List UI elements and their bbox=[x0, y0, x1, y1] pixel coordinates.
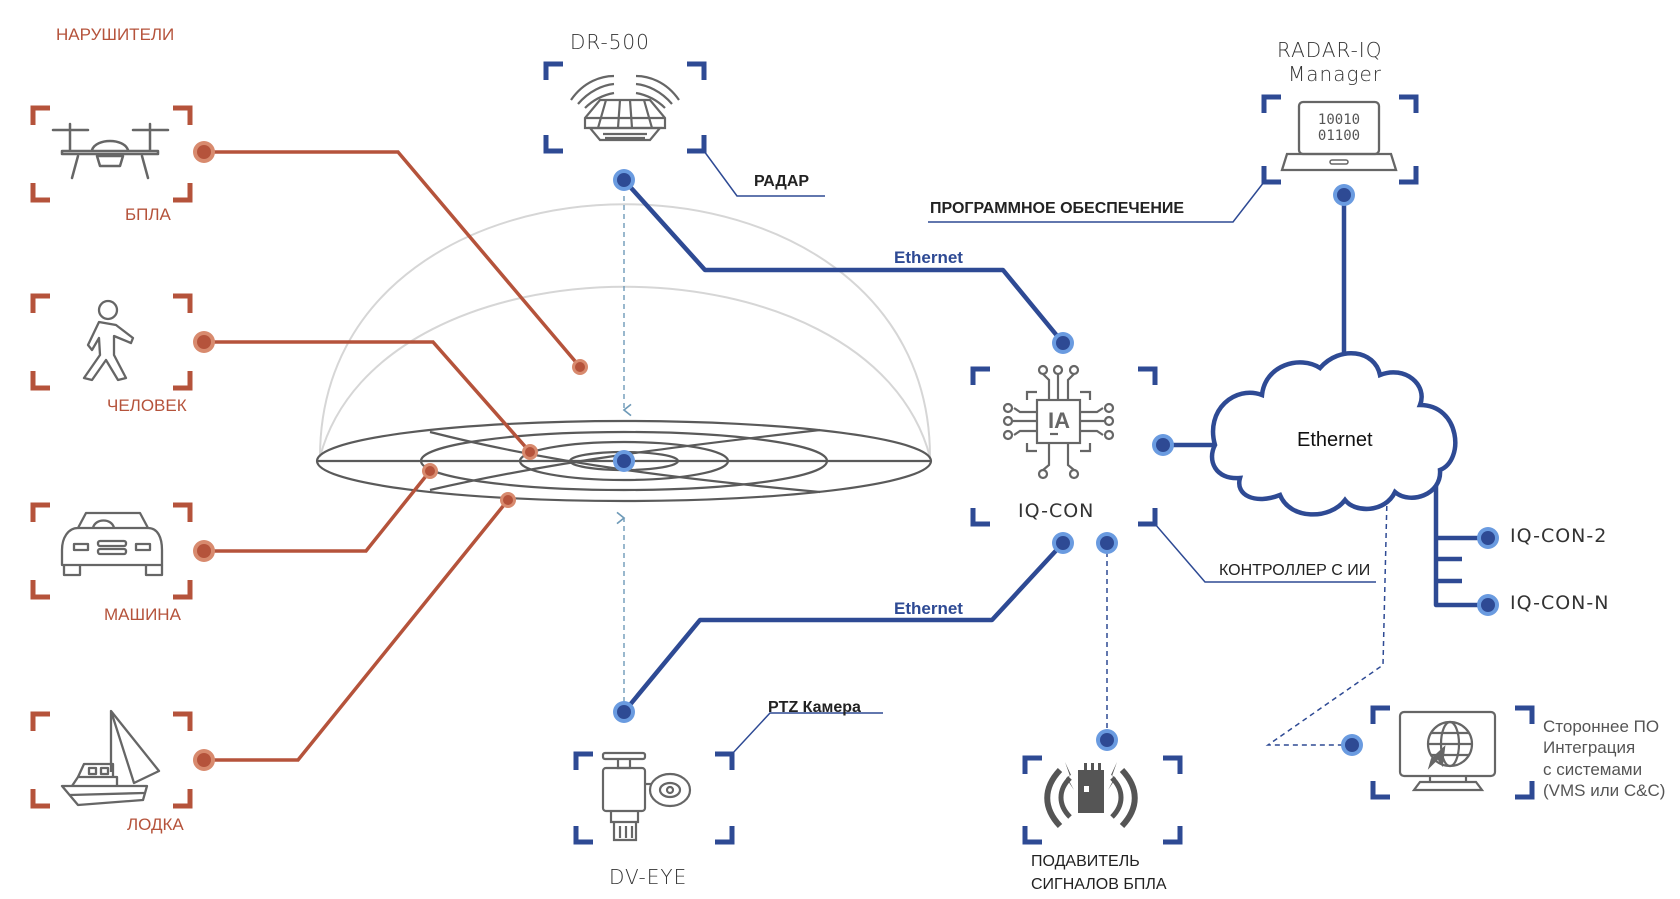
ai-chip-text: IA bbox=[1048, 408, 1070, 433]
iq-con-n-node[interactable] bbox=[1477, 594, 1499, 616]
iq-con-n-label: IQ-CON-N bbox=[1510, 592, 1610, 614]
thirdparty-line-1: Стороннее ПО bbox=[1543, 717, 1660, 736]
device-brackets bbox=[543, 61, 1535, 845]
thirdparty-description: Стороннее ПО Интеграция с системами (VMS… bbox=[1543, 716, 1680, 801]
boat-icon bbox=[60, 709, 161, 807]
radar-name: DR-500 bbox=[570, 30, 650, 54]
threat-dots bbox=[193, 141, 588, 771]
controller-name: IQ-CON bbox=[1018, 500, 1095, 522]
network-nodes bbox=[613, 169, 1499, 756]
jammer-name-line2: СИГНАЛОВ БПЛА bbox=[1031, 876, 1167, 893]
controller-port-right[interactable] bbox=[1152, 434, 1174, 456]
manager-name-line2: Manager bbox=[1288, 62, 1382, 86]
jammer-port[interactable] bbox=[1096, 729, 1118, 751]
threat-label-boat: ЛОДКА bbox=[127, 815, 184, 834]
thirdparty-port[interactable] bbox=[1341, 734, 1363, 756]
radar-port[interactable] bbox=[613, 169, 635, 191]
threat-brackets bbox=[30, 105, 193, 809]
controller-port-bottom-2[interactable] bbox=[1096, 532, 1118, 554]
callout-lines bbox=[703, 150, 1376, 755]
radar-ethernet-label: Ethernet bbox=[894, 248, 963, 267]
cloud-label: Ethernet bbox=[1297, 429, 1373, 451]
controller-role: КОНТРОЛЛЕР С ИИ bbox=[1219, 562, 1371, 579]
camera-name: DV-EYE bbox=[609, 865, 688, 889]
car-icon bbox=[60, 511, 164, 577]
thirdparty-line-2: Интеграция bbox=[1543, 738, 1636, 758]
drone-link bbox=[204, 150, 582, 369]
threat-label-car: МАШИНА bbox=[104, 605, 181, 624]
manager-name-line1: RADAR-IQ bbox=[1277, 38, 1383, 62]
jammer-icon bbox=[1044, 762, 1138, 829]
iq-con-2-label: IQ-CON-2 bbox=[1510, 525, 1608, 547]
threat-label-person: ЧЕЛОВЕК bbox=[107, 396, 187, 415]
car-link bbox=[204, 469, 432, 553]
threat-links bbox=[204, 150, 582, 762]
iq-con-2-node[interactable] bbox=[1477, 527, 1499, 549]
cloud-nodes-link bbox=[1433, 470, 1488, 608]
thirdparty-line-3: с системами bbox=[1543, 759, 1643, 779]
network-links bbox=[622, 178, 1488, 714]
thirdparty-line-4: (VMS или C&C) bbox=[1543, 780, 1666, 800]
threat-label-drone: БПЛА bbox=[125, 205, 171, 224]
manager-port[interactable] bbox=[1333, 184, 1355, 206]
manager-role: ПРОГРАММНОЕ ОБЕСПЕЧЕНИЕ bbox=[930, 200, 1185, 217]
controller-port-bottom-1[interactable] bbox=[1052, 532, 1074, 554]
person-icon bbox=[82, 299, 135, 382]
jammer-name-line1: ПОДАВИТЕЛЬ bbox=[1031, 853, 1140, 870]
ethernet-cloud bbox=[1209, 351, 1458, 517]
laptop-icon: 10010 01100 bbox=[1280, 100, 1398, 172]
threats-header: НАРУШИТЕЛИ bbox=[56, 25, 175, 44]
person-link bbox=[204, 340, 532, 454]
binary-line-2: 01100 bbox=[1318, 128, 1360, 144]
monitor-globe-icon bbox=[1398, 710, 1497, 792]
controller-port-top[interactable] bbox=[1052, 332, 1074, 354]
radar-ethernet-link bbox=[622, 178, 1065, 345]
dashed-links bbox=[1106, 496, 1388, 746]
drone-icon bbox=[51, 122, 170, 180]
camera-role: PTZ Камера bbox=[768, 699, 861, 716]
binary-line-1: 10010 bbox=[1318, 112, 1360, 128]
boat-link bbox=[204, 498, 510, 762]
ai-chip-icon bbox=[1002, 364, 1115, 480]
radar-role: РАДАР bbox=[754, 173, 810, 190]
camera-ethernet-link bbox=[622, 541, 1065, 714]
radar-center-node bbox=[613, 450, 635, 472]
radar-icon bbox=[570, 74, 680, 142]
ptz-camera-icon bbox=[601, 751, 692, 842]
camera-port[interactable] bbox=[613, 701, 635, 723]
camera-ethernet-label: Ethernet bbox=[894, 599, 963, 618]
